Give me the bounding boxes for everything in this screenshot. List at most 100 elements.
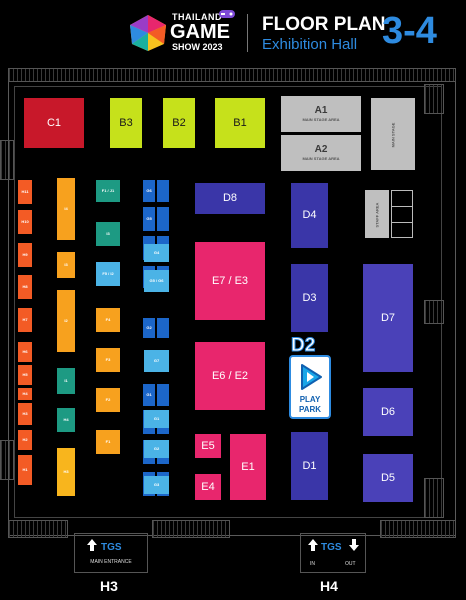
booth-col-a-3[interactable]: H9: [18, 243, 32, 267]
booth-col-a-5[interactable]: H7: [18, 308, 32, 332]
bottom-wall-right: [380, 520, 456, 538]
booth-a2[interactable]: A2 MAIN STAGE AREA: [281, 135, 361, 171]
entrance-h4-tgs: TGS: [321, 542, 342, 553]
booth-a1-label: A1: [314, 105, 328, 116]
bottom-wall-mid: [152, 520, 230, 538]
staff-area-label: STAFF AREA: [374, 202, 380, 228]
booth-col-a-8[interactable]: H4: [18, 388, 32, 400]
booth-col-d-5[interactable]: H4: [57, 408, 75, 432]
booth-col-a-7[interactable]: H5: [18, 365, 32, 385]
booth-b1[interactable]: B1: [215, 98, 265, 148]
booth-d2-playpark[interactable]: D2 PLAY PARK: [287, 335, 333, 421]
staff-area: STAFF AREA: [365, 190, 413, 238]
playpark-word-park: PARK: [298, 405, 322, 414]
booth-d2-label: D2: [290, 335, 316, 357]
entrance-h3[interactable]: TGS MAIN ENTRANCE: [74, 533, 148, 573]
booth-col-e-5[interactable]: G2: [144, 440, 169, 458]
booth-d6[interactable]: D6: [363, 388, 413, 436]
main-stage-label: MAIN STAGE: [389, 122, 395, 148]
main-stage[interactable]: MAIN STAGE: [371, 98, 415, 170]
staff-area-box: STAFF AREA: [365, 190, 389, 238]
entrance-h3-tgs: TGS: [101, 542, 122, 553]
right-wall-structure-mid: [424, 300, 444, 324]
booth-col-c-1[interactable]: F1 / J1: [96, 180, 120, 202]
booth-col-a-1[interactable]: H11: [18, 180, 32, 204]
booth-col-c-4[interactable]: F4: [96, 308, 120, 332]
entrance-h4-out: OUT: [345, 561, 356, 567]
booth-col-e-1[interactable]: G5 / G6: [144, 270, 169, 292]
page-title: FLOOR PLAN: [262, 14, 386, 35]
right-wall-structure-lower: [424, 478, 444, 518]
booth-col-c-6[interactable]: F2: [96, 388, 120, 412]
booth-col-e-2[interactable]: G7: [144, 350, 169, 372]
booth-col-b-2-twin[interactable]: [157, 207, 169, 231]
booth-col-c-7[interactable]: F1: [96, 430, 120, 454]
booth-col-b-5[interactable]: G2: [143, 318, 155, 338]
booth-d5[interactable]: D5: [363, 454, 413, 502]
logo-gem-icon: [130, 15, 166, 51]
down-arrow-icon-out: [349, 539, 359, 551]
logo: THAILAND GAME SHOW 2023: [128, 10, 240, 52]
booth-e4[interactable]: E4: [195, 474, 221, 500]
booth-col-b-1[interactable]: G6: [143, 180, 155, 202]
booth-col-a-6[interactable]: H6: [18, 342, 32, 362]
booth-col-e-4[interactable]: G3: [144, 476, 169, 494]
booth-col-b-6-twin[interactable]: [157, 384, 169, 406]
staff-area-room-divider-1: [391, 206, 413, 207]
logo-word-game: GAME: [170, 21, 230, 43]
logo-word-show: SHOW 2023: [172, 42, 223, 52]
booth-col-e-6[interactable]: G1: [144, 410, 169, 428]
booth-col-a-9[interactable]: H3: [18, 403, 32, 425]
play-icon: [301, 364, 322, 390]
hall-number: 3-4: [382, 10, 437, 52]
booth-col-c-3[interactable]: F5 / I2: [96, 262, 120, 286]
booth-col-d-3[interactable]: I2: [57, 290, 75, 352]
booth-e1[interactable]: E1: [230, 434, 266, 500]
booth-c1[interactable]: C1: [24, 98, 84, 148]
booth-a1[interactable]: A1 MAIN STAGE AREA: [281, 96, 361, 132]
booth-col-a-10[interactable]: H2: [18, 430, 32, 450]
booth-col-a-11[interactable]: H1: [18, 455, 32, 485]
booth-a2-sub: MAIN STAGE AREA: [302, 156, 340, 161]
booth-a2-label: A2: [314, 144, 328, 155]
booth-col-a-2[interactable]: H10: [18, 210, 32, 234]
top-wall-structure: [8, 68, 456, 82]
left-wall-structure: [0, 140, 14, 180]
logo-controller-icon: [219, 10, 235, 18]
playpark-logo: PLAY PARK: [289, 355, 331, 419]
staff-area-rooms: [391, 190, 413, 238]
staff-area-room-divider-2: [391, 222, 413, 223]
booth-col-c-2[interactable]: I3: [96, 222, 120, 246]
booth-col-b-5-twin[interactable]: [157, 318, 169, 338]
entrance-h4[interactable]: TGS IN OUT: [300, 533, 366, 573]
right-wall-structure: [424, 84, 444, 114]
booth-col-b-6[interactable]: G1: [143, 384, 155, 406]
booth-col-d-6[interactable]: H3: [57, 448, 75, 496]
left-wall-structure-lower: [0, 440, 14, 480]
hall-h3-label: H3: [100, 578, 118, 594]
booth-col-b-2[interactable]: G5: [143, 207, 155, 231]
entrance-h3-main: MAIN ENTRANCE: [90, 559, 132, 565]
booth-col-d-1[interactable]: I4: [57, 178, 75, 240]
booth-e7-e3[interactable]: E7 / E3: [195, 242, 265, 320]
booth-col-b-1-twin[interactable]: [157, 180, 169, 202]
booth-d4[interactable]: D4: [291, 183, 328, 248]
booth-col-c-5[interactable]: F3: [96, 348, 120, 372]
booth-col-d-2[interactable]: I3: [57, 252, 75, 278]
logo-word-thailand: THAILAND: [172, 12, 222, 22]
playpark-word-play: PLAY: [299, 395, 321, 404]
booth-col-d-4[interactable]: I1: [57, 368, 75, 394]
booth-d3[interactable]: D3: [291, 264, 328, 332]
bottom-wall-left: [8, 520, 68, 538]
booth-col-a-4[interactable]: H8: [18, 275, 32, 299]
booth-b3[interactable]: B3: [110, 98, 142, 148]
booth-e5[interactable]: E5: [195, 434, 221, 458]
booth-d8[interactable]: D8: [195, 183, 265, 214]
booth-col-e-3[interactable]: G4: [144, 244, 169, 262]
booth-d7[interactable]: D7: [363, 264, 413, 372]
up-arrow-icon: [87, 539, 97, 551]
booth-d1[interactable]: D1: [291, 432, 328, 500]
booth-b2[interactable]: B2: [163, 98, 195, 148]
booth-e6-e2[interactable]: E6 / E2: [195, 342, 265, 410]
